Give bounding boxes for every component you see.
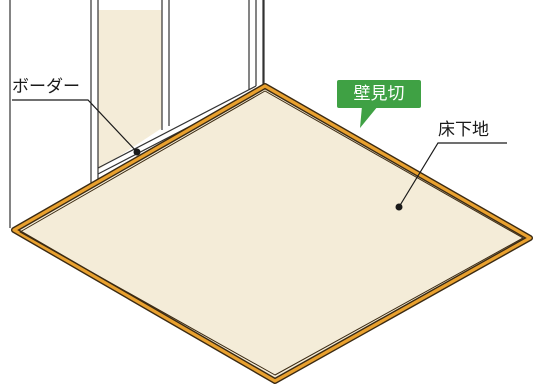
wall-trim-badge: 壁見切 — [337, 80, 421, 108]
leader-lines — [12, 99, 507, 208]
leader-dot-floor — [395, 203, 403, 211]
badge-tail — [360, 106, 378, 128]
border-label: ボーダー — [12, 77, 80, 97]
panel-fill — [98, 10, 162, 170]
leader-dot-border — [133, 148, 141, 156]
leader-border — [12, 99, 138, 153]
leader-floor — [398, 142, 507, 208]
wall-lines — [9, 0, 265, 228]
wall-trim — [11, 83, 533, 384]
floor-base-label: 床下地 — [438, 120, 489, 140]
